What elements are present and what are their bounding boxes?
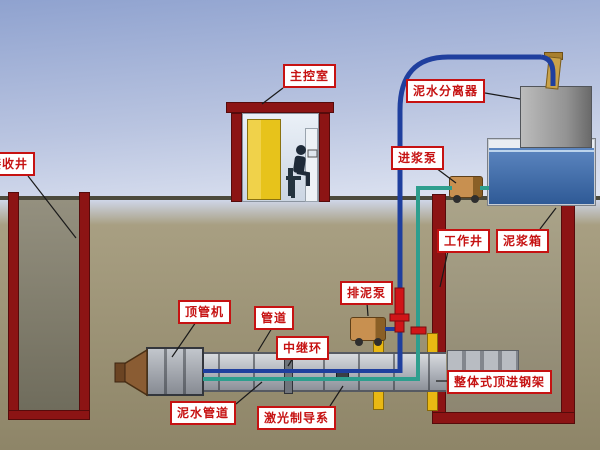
label-laser-guidance-system: 激光制导系	[257, 406, 337, 430]
receiving-shaft-wall-left	[8, 192, 19, 420]
label-main-control-room: 主控室	[283, 64, 337, 88]
control-room-door-panel	[305, 128, 318, 202]
separator-body	[520, 86, 592, 148]
control-room-column-right	[319, 113, 330, 202]
discharge-pump-body	[350, 317, 386, 341]
label-pipe-jacking-machine: 顶管机	[178, 300, 232, 324]
receiving-shaft-wall-right	[79, 192, 90, 420]
working-shaft-bottom	[432, 412, 575, 424]
label-slurry-pipeline: 泥水管道	[170, 401, 237, 425]
control-cabinet	[247, 119, 281, 200]
slurry-tank-water	[489, 148, 594, 204]
working-shaft-wall-right	[561, 200, 575, 424]
receiving-shaft-bottom	[8, 410, 90, 420]
control-room-column-left	[231, 113, 242, 202]
label-slurry-tank: 泥浆箱	[496, 229, 550, 253]
label-intermediate-jacking-ring: 中继环	[276, 336, 330, 360]
label-receiving-shaft: 接收井	[0, 152, 36, 176]
label-slurry-separator: 泥水分离器	[406, 79, 486, 103]
label-working-shaft: 工作井	[437, 229, 491, 253]
label-slurry-feed-pump: 进浆泵	[391, 146, 445, 170]
pipe-jacking-machine-body	[146, 347, 204, 396]
control-room-roof	[226, 102, 334, 113]
receiving-shaft-interior	[18, 200, 80, 412]
feed-pump-body	[449, 176, 483, 198]
label-integral-jacking-frame: 整体式顶进钢架	[447, 370, 553, 394]
laser-guidance-device	[336, 371, 349, 381]
slurry-tank-water-surface	[489, 150, 594, 152]
label-pipeline: 管道	[254, 306, 295, 330]
label-mud-discharge-pump: 排泥泵	[340, 281, 394, 305]
